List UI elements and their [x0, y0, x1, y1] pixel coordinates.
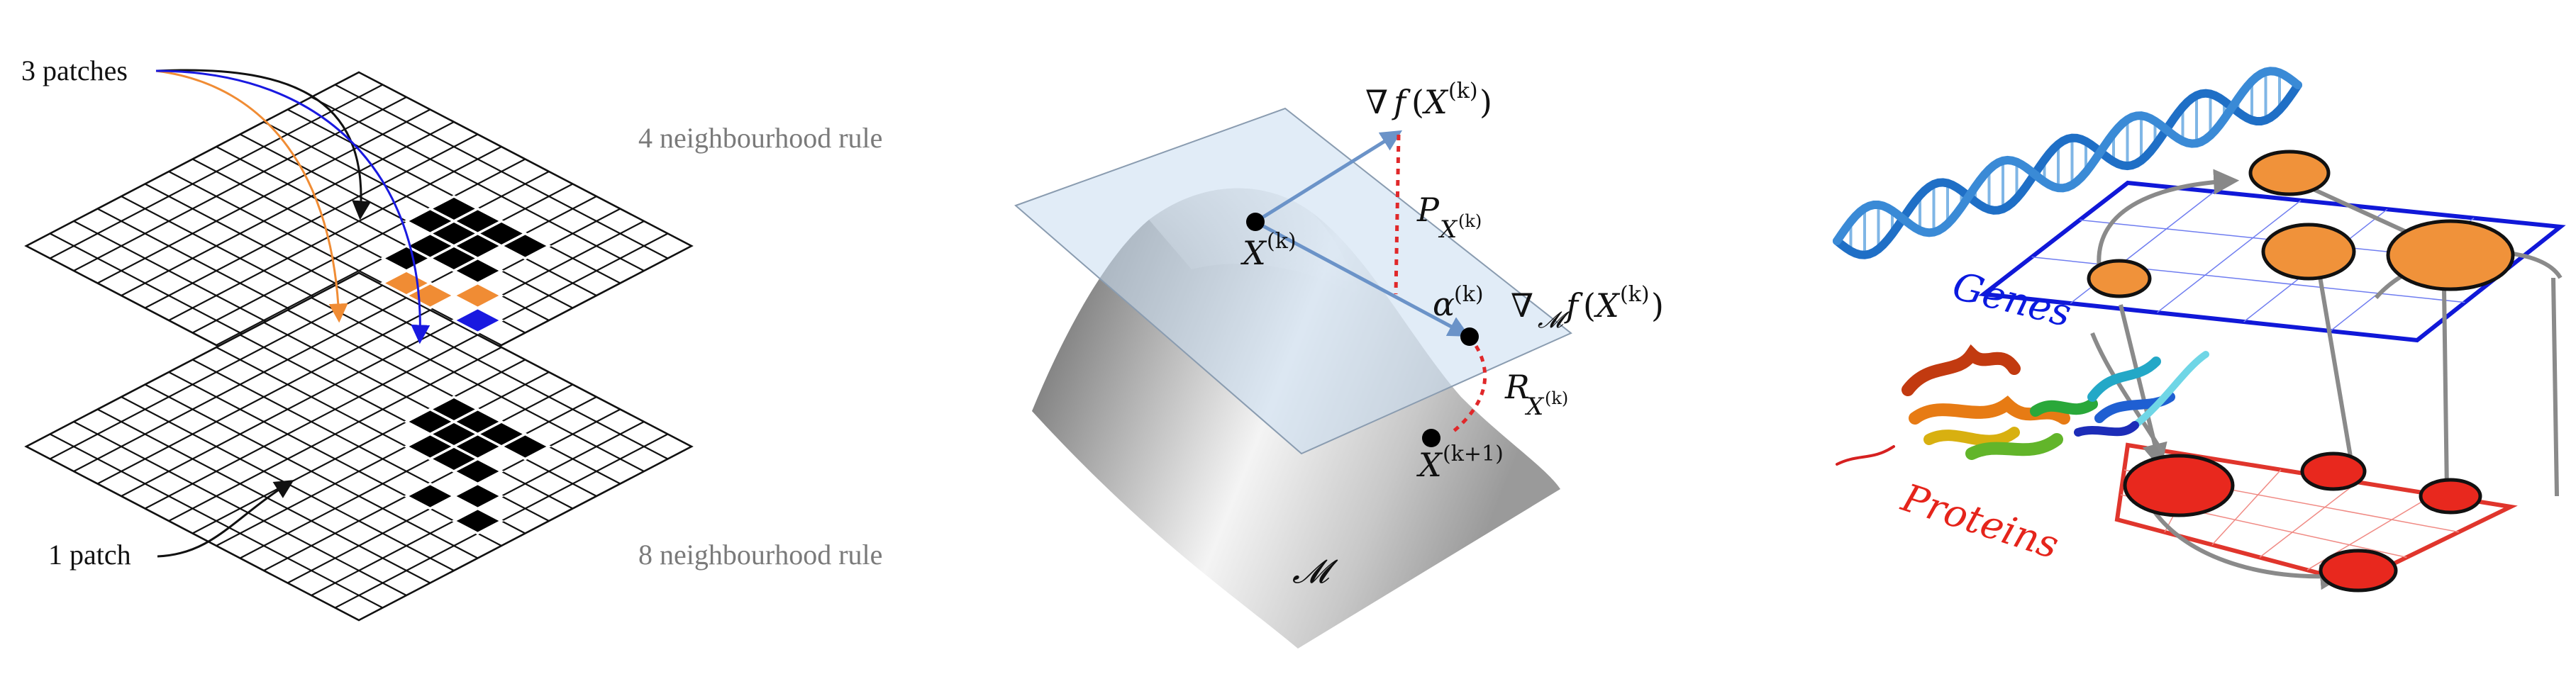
svg-text:X: X — [1422, 83, 1449, 121]
svg-text:X: X — [1416, 446, 1443, 484]
svg-text:(: ( — [1411, 83, 1424, 121]
gene-node — [2386, 219, 2515, 291]
point-xk1 — [1422, 429, 1440, 447]
svg-text:(k): (k) — [1458, 211, 1482, 231]
svg-text:(k): (k) — [1267, 229, 1297, 254]
grid-cell — [499, 232, 552, 260]
gradient-vector — [1254, 130, 1403, 224]
label-gradient: ∇ f ( X (k) ) — [1365, 79, 1492, 121]
projection-line — [1394, 134, 1401, 295]
svg-text:α: α — [1433, 285, 1455, 323]
label-xk1: X (k+1) — [1416, 442, 1504, 484]
dna-helix-icon — [1833, 67, 2302, 259]
protein-node — [2419, 478, 2482, 515]
svg-text:X: X — [1438, 215, 1458, 244]
gene-node — [2248, 150, 2331, 196]
svg-text:(k): (k) — [1620, 282, 1650, 307]
tangent-plane — [1014, 107, 1572, 455]
eight-neighbourhood-label: 8 neighbourhood rule — [638, 539, 882, 571]
grid-cell — [451, 306, 504, 335]
arrow-to-blue-patch — [155, 69, 431, 344]
retraction-curve — [1449, 335, 1487, 435]
bottom-grid-cells — [404, 395, 552, 535]
protein-node — [2319, 549, 2398, 593]
svg-text:): ) — [1651, 286, 1664, 325]
point-step — [1460, 327, 1479, 346]
arrow-one-patch — [157, 480, 294, 558]
arrow-to-black-patch — [155, 69, 372, 220]
svg-text:P: P — [1416, 191, 1440, 229]
grid-panel: 3 patches 1 patch 4 neighbourhood rule 8… — [21, 55, 882, 622]
gene-node — [2261, 223, 2356, 281]
one-patch-label: 1 patch — [48, 539, 131, 571]
svg-text:(k): (k) — [1545, 388, 1568, 408]
gene-node — [2087, 259, 2152, 298]
svg-text:(k+1): (k+1) — [1443, 442, 1504, 466]
bio-panel: Genes Proteins — [1833, 67, 2566, 593]
top-grid-cells — [379, 195, 552, 335]
label-xk: X (k) — [1240, 229, 1297, 272]
arrow-to-orange-patch — [155, 69, 348, 323]
grid-cell — [451, 507, 504, 535]
grid-cell — [404, 482, 457, 510]
svg-text:(k): (k) — [1448, 79, 1478, 103]
point-xk — [1246, 213, 1265, 231]
svg-text:∇: ∇ — [1511, 286, 1533, 325]
svg-text:X: X — [1240, 234, 1267, 272]
svg-text:X: X — [1594, 286, 1621, 325]
svg-text:): ) — [1479, 83, 1492, 121]
svg-text:∇: ∇ — [1365, 83, 1388, 121]
manifold-panel: ∇ f ( X (k) ) X (k) P X (k) α (k) ∇ 𝓜 f … — [1014, 79, 1664, 649]
protein-node — [2123, 454, 2235, 517]
svg-text:f: f — [1564, 286, 1583, 325]
label-retraction: R X (k) — [1504, 368, 1568, 421]
grid-top-layer — [24, 71, 694, 421]
proteins-label: Proteins — [1896, 475, 2064, 568]
protein-node — [2300, 451, 2367, 491]
riemannian-gradient-vector — [1254, 220, 1470, 337]
svg-text:R: R — [1504, 368, 1530, 406]
label-projection: P X (k) — [1416, 191, 1482, 244]
svg-text:f: f — [1392, 83, 1411, 121]
label-step: α (k) ∇ 𝓜 f ( X (k) ) — [1433, 282, 1664, 333]
grid-cell — [499, 432, 552, 461]
three-patches-label: 3 patches — [21, 55, 128, 86]
protein-structure-icon — [1836, 344, 2209, 466]
svg-text:(k): (k) — [1454, 282, 1484, 307]
svg-text:(: ( — [1583, 286, 1596, 325]
svg-text:X: X — [1524, 393, 1545, 421]
four-neighbourhood-label: 4 neighbourhood rule — [638, 122, 882, 154]
